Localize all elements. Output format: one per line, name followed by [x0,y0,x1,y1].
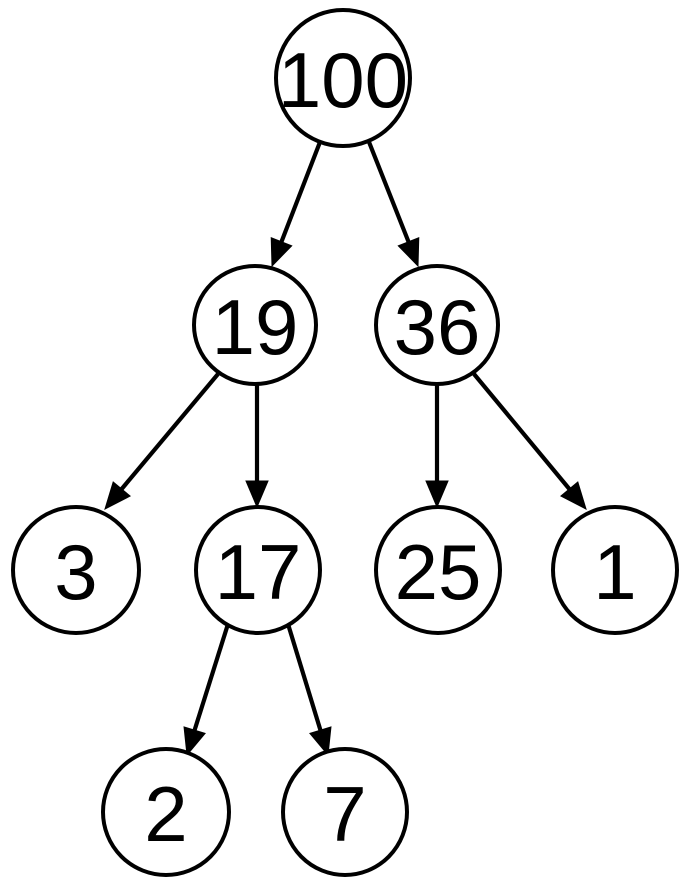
node-ellipse[interactable] [281,747,409,877]
node-ellipse[interactable] [192,264,318,386]
tree-edge [472,372,587,510]
edge-arrowhead-icon [104,481,131,510]
edge-arrowhead-icon [309,726,332,757]
edge-arrowhead-icon [425,480,449,509]
tree-edge [285,623,332,757]
tree-node-3[interactable]: 3 [11,505,141,635]
node-label: 36 [394,283,481,371]
node-label: 7 [323,770,366,858]
edge-arrowhead-icon [270,237,293,268]
edges-layer [104,141,587,757]
node-ellipse[interactable] [11,505,141,635]
node-ellipse[interactable] [101,747,231,877]
node-ellipse[interactable] [374,505,502,635]
edge-arrowhead-icon [245,480,269,509]
tree-node-36[interactable]: 36 [374,264,500,386]
tree-edge [270,141,322,268]
node-ellipse[interactable] [274,8,412,148]
tree-node-19[interactable]: 19 [192,264,318,386]
tree-edge [183,623,231,757]
node-label: 3 [54,528,97,616]
node-label: 2 [144,770,187,858]
edge-arrowhead-icon [183,726,206,757]
node-label: 19 [212,283,299,371]
tree-edge [104,372,220,510]
node-ellipse[interactable] [194,505,322,635]
node-label: 1 [593,528,636,616]
tree-node-25[interactable]: 25 [374,505,502,635]
tree-node-7[interactable]: 7 [281,747,409,877]
node-label: 100 [278,36,408,124]
edge-arrowhead-icon [560,481,587,510]
node-ellipse[interactable] [551,505,679,635]
edge-line [285,623,324,733]
tree-node-17[interactable]: 17 [194,505,322,635]
node-label: 25 [395,528,482,616]
tree-node-1[interactable]: 1 [551,505,679,635]
edge-line [367,141,411,244]
node-ellipse[interactable] [374,264,500,386]
edge-arrowhead-icon [397,237,420,268]
nodes-layer: 100 19 36 3 17 25 1 2 7 [11,8,679,877]
tree-edge [367,141,420,268]
edge-line [472,372,573,493]
edge-line [118,372,220,493]
node-label: 17 [215,528,302,616]
tree-edge [425,385,449,509]
tree-node-100[interactable]: 100 [274,8,412,148]
edge-line [191,623,231,733]
tree-edge [245,385,269,509]
edge-line [279,141,322,244]
tree-node-2[interactable]: 2 [101,747,231,877]
